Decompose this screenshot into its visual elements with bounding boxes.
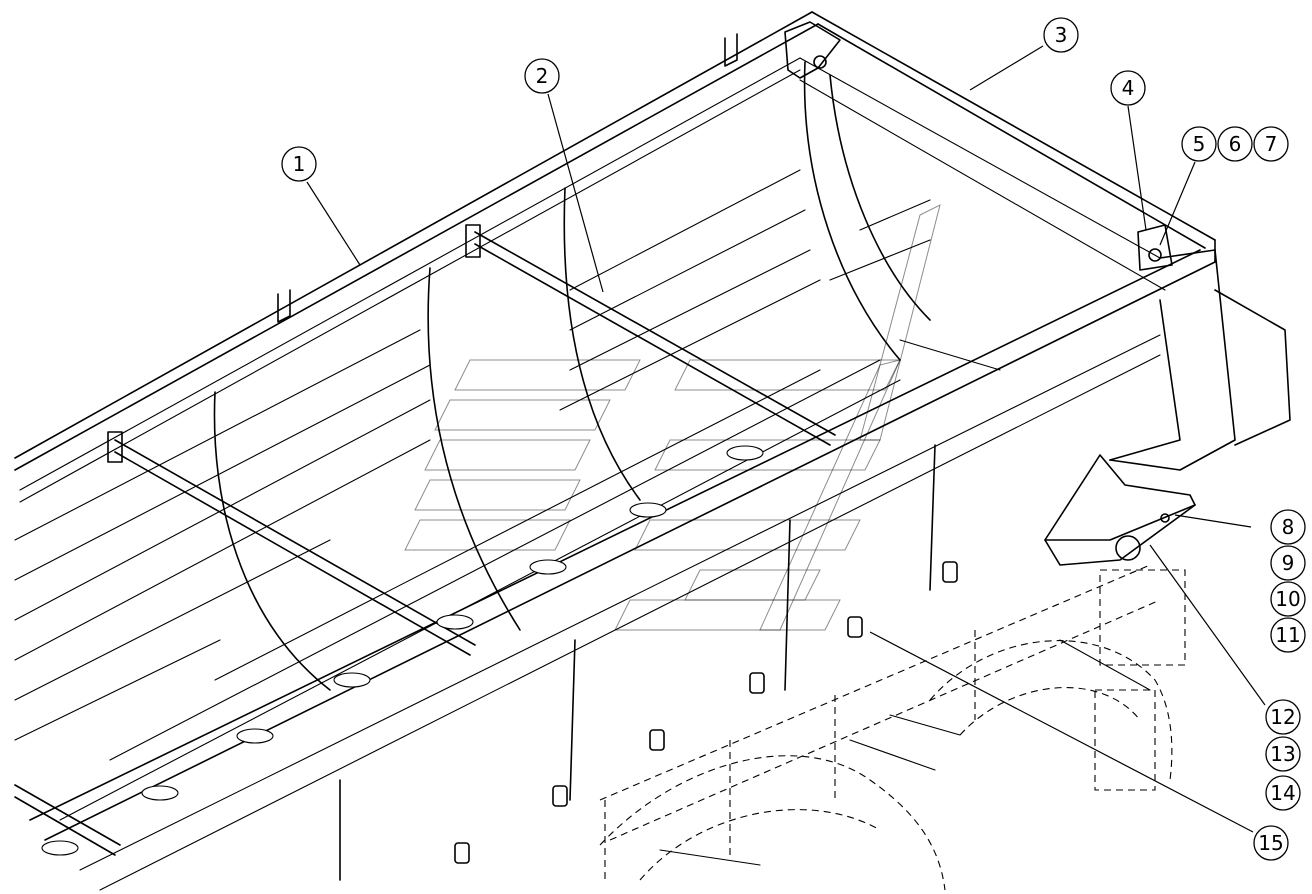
callout-7: 7 <box>1253 126 1289 162</box>
leader-lines <box>306 45 1266 833</box>
callout-label: 5 <box>1193 132 1206 156</box>
callout-11: 11 <box>1270 617 1306 653</box>
callout-label: 7 <box>1265 132 1278 156</box>
callout-label: 9 <box>1282 551 1295 575</box>
callout-label: 10 <box>1275 587 1300 611</box>
callout-label: 12 <box>1270 705 1295 729</box>
callout-2: 2 <box>524 58 560 94</box>
front-hopper <box>1044 249 1291 566</box>
callout-label: 14 <box>1270 781 1295 805</box>
callout-12: 12 <box>1265 699 1301 735</box>
callout-15: 15 <box>1253 825 1289 861</box>
callout-8: 8 <box>1270 509 1306 545</box>
callout-label: 6 <box>1229 132 1242 156</box>
callout-14: 14 <box>1265 775 1301 811</box>
rail-hooks <box>277 21 1173 323</box>
body-right-top-rail <box>29 239 1216 891</box>
body-left-top-rail <box>14 11 819 503</box>
callout-6: 6 <box>1217 126 1253 162</box>
body-rear-top-rail <box>799 11 1216 259</box>
side-stake-pockets <box>454 561 958 864</box>
callout-5: 5 <box>1181 126 1217 162</box>
callout-4: 4 <box>1110 70 1146 106</box>
callout-9: 9 <box>1270 545 1306 581</box>
hidden-chassis <box>599 564 1186 891</box>
callout-label: 8 <box>1282 515 1295 539</box>
callout-label: 2 <box>536 64 549 88</box>
callout-3: 3 <box>1043 17 1079 53</box>
callout-label: 11 <box>1275 623 1300 647</box>
callout-label: 1 <box>293 152 306 176</box>
callout-label: 13 <box>1270 742 1295 766</box>
callout-13: 13 <box>1265 736 1301 772</box>
callout-label: 4 <box>1122 76 1135 100</box>
callout-label: 15 <box>1258 831 1283 855</box>
floor-drains <box>41 445 764 856</box>
body-ribs <box>213 61 936 881</box>
callout-1: 1 <box>281 146 317 182</box>
cross-bars <box>14 224 836 856</box>
callout-label: 3 <box>1055 23 1068 47</box>
callout-10: 10 <box>1270 581 1306 617</box>
